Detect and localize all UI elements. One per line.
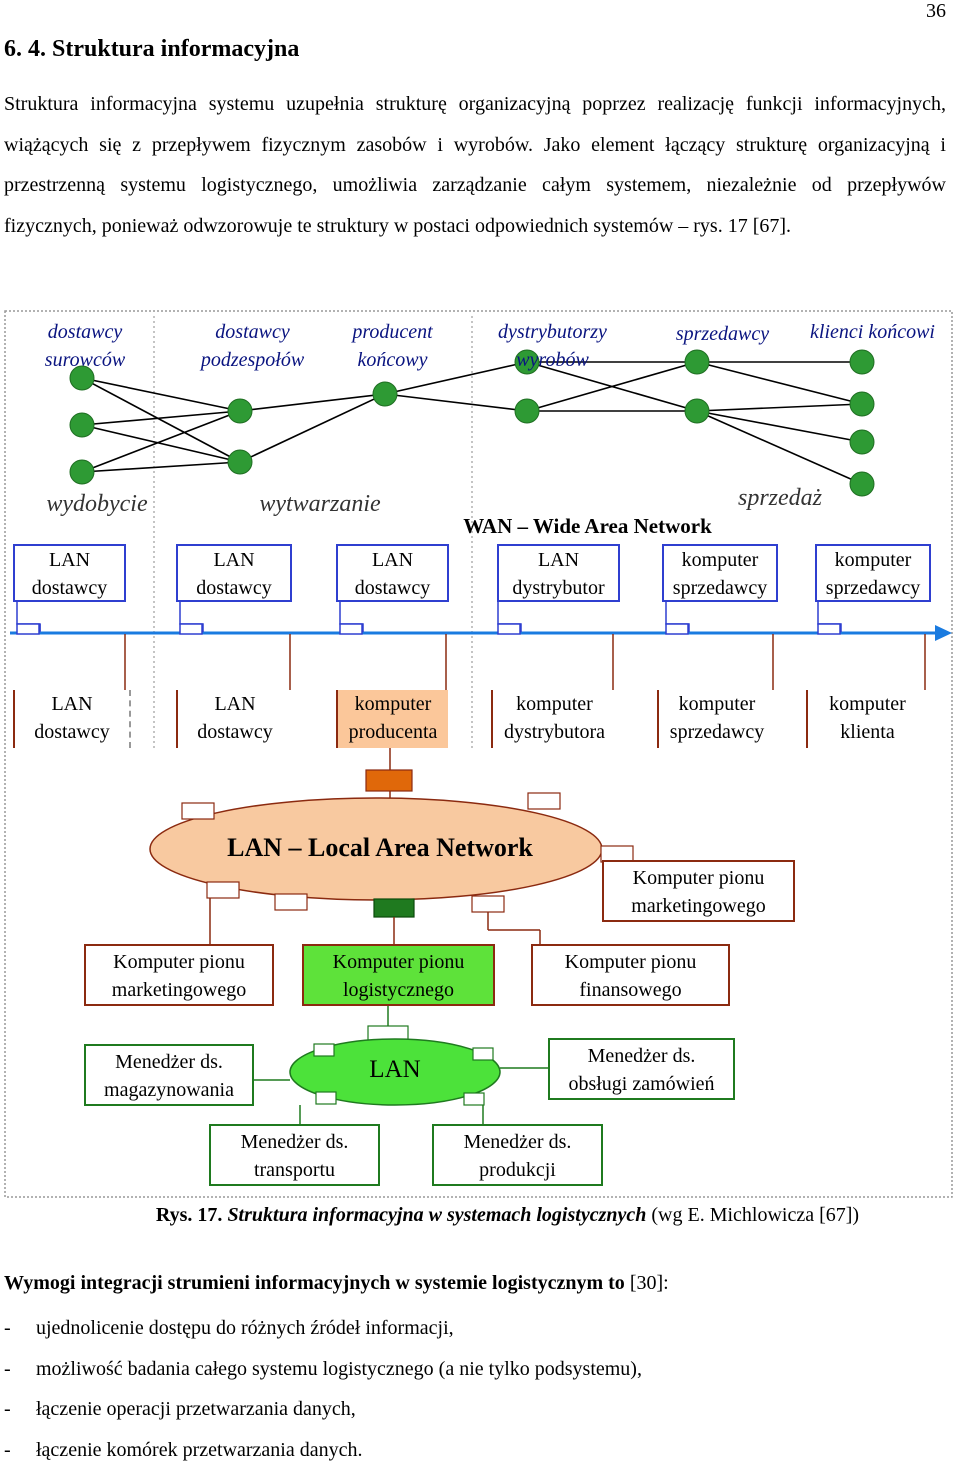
list-item: -możliwość badania całego systemu logist… [4, 1353, 642, 1394]
node-customer [850, 430, 874, 454]
requirements-list: -ujednolicenie dostępu do różnych źródeł… [4, 1312, 642, 1474]
logistics-port [374, 899, 414, 917]
node-customer [850, 350, 874, 374]
list-item: -łączenie komórek przetwarzania danych. [4, 1434, 642, 1474]
warehouse-manager: Menedżer ds.magazynowania [84, 1044, 254, 1106]
inner-lan-label: LAN [345, 1056, 445, 1084]
node-producer [373, 382, 397, 406]
node-seller [685, 350, 709, 374]
list-item: -łączenie operacji przetwarzania danych, [4, 1393, 642, 1434]
caption-title: Struktura informacyjna w systemach logis… [227, 1204, 646, 1226]
requirements-reference: [30]: [630, 1272, 669, 1294]
node-raw-supplier [70, 460, 94, 484]
wan-arrow-head [935, 625, 952, 641]
column-header-customers: klienci końcowi [795, 318, 950, 346]
column-header-sellers: sprzedawcy [660, 320, 785, 348]
wan-label: WAN – Wide Area Network [440, 512, 735, 540]
order-handling-manager: Menedżer ds.obsługi zamówień [548, 1038, 735, 1100]
wan-top-connectors [17, 601, 841, 632]
phase-mining: wydobycie [32, 490, 162, 518]
caption-source: (wg E. Michlowicza [67]) [651, 1204, 859, 1226]
list-item: -ujednolicenie dostępu do różnych źródeł… [4, 1312, 642, 1353]
node-customer [850, 472, 874, 496]
production-manager: Menedżer ds.produkcji [432, 1124, 603, 1186]
requirements-heading: Wymogi integracji strumieni informacyjny… [4, 1272, 669, 1295]
node-component-supplier [228, 399, 252, 423]
producer-port [366, 770, 412, 791]
node-raw-supplier [70, 413, 94, 437]
phase-manufacturing: wytwarzanie [245, 490, 395, 518]
caption-label: Rys. 17. [156, 1204, 223, 1226]
wan-bottom-connectors [125, 634, 925, 690]
lan-network-label: LAN – Local Area Network [200, 834, 560, 862]
phase-sales: sprzedaż [720, 484, 840, 512]
node-customer [850, 392, 874, 416]
node-seller [685, 399, 709, 423]
figure-caption: Rys. 17. Struktura informacyjna w system… [0, 1204, 960, 1227]
node-component-supplier [228, 450, 252, 474]
transport-manager: Menedżer ds.transportu [209, 1124, 380, 1186]
node-distributor [515, 399, 539, 423]
